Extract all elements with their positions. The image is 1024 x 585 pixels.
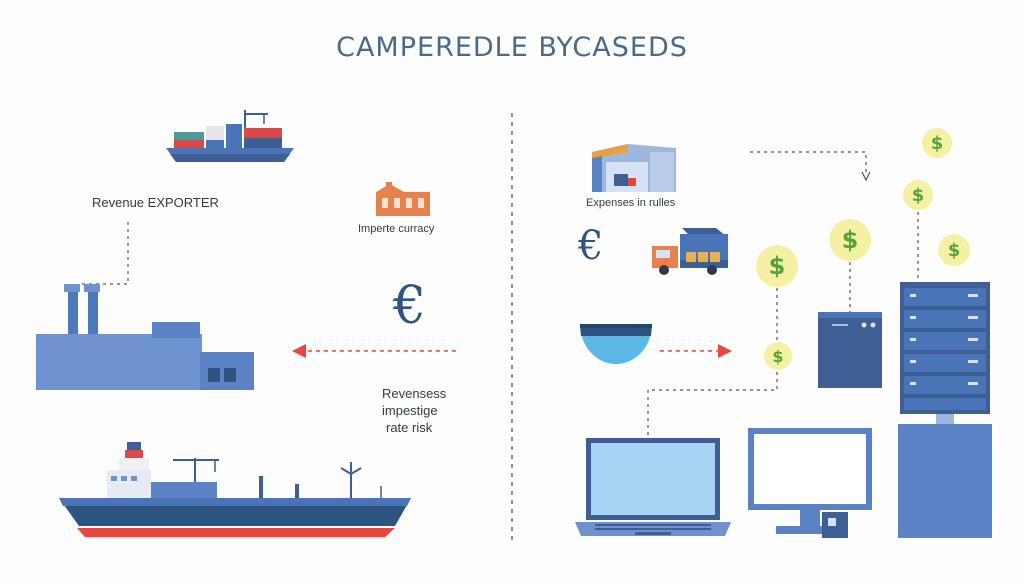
factory-small-icon <box>376 182 430 216</box>
server-icon <box>818 312 882 388</box>
dollar-coin-6: $ <box>764 342 792 370</box>
bowl-icon <box>580 324 652 364</box>
risk-line-1: Revensess <box>382 386 447 401</box>
currency-label: Imperte curracy <box>358 223 435 235</box>
truck-icon <box>652 228 728 275</box>
server-rack-icon <box>898 282 992 538</box>
cargo-ship-icon <box>166 110 294 162</box>
factory-icon <box>36 284 254 390</box>
euro-icon: € <box>393 276 427 336</box>
risk-line-2: impestige <box>382 403 438 418</box>
dollar-coin-2: $ <box>903 180 933 210</box>
exporter-label: Revenue EXPORTER <box>92 195 219 210</box>
risk-line-3: rate risk <box>386 420 433 435</box>
dollar-coin-5: $ <box>756 245 798 287</box>
dollar-coin-1: $ <box>922 128 952 158</box>
laptop-icon <box>575 438 731 536</box>
dollar-coin-4: $ <box>938 234 970 266</box>
expenses-label: Expenses in rulles <box>586 197 676 209</box>
warehouse-icon <box>592 144 676 192</box>
desktop-monitor-icon <box>748 428 872 538</box>
tanker-ship-icon <box>59 442 411 537</box>
euro-icon-right: € <box>578 223 604 269</box>
page-title: CAMPEREDLE BYCASEDS <box>336 32 688 63</box>
currency-flow-arrow <box>292 344 456 358</box>
dollar-coin-3: $ <box>829 219 871 261</box>
